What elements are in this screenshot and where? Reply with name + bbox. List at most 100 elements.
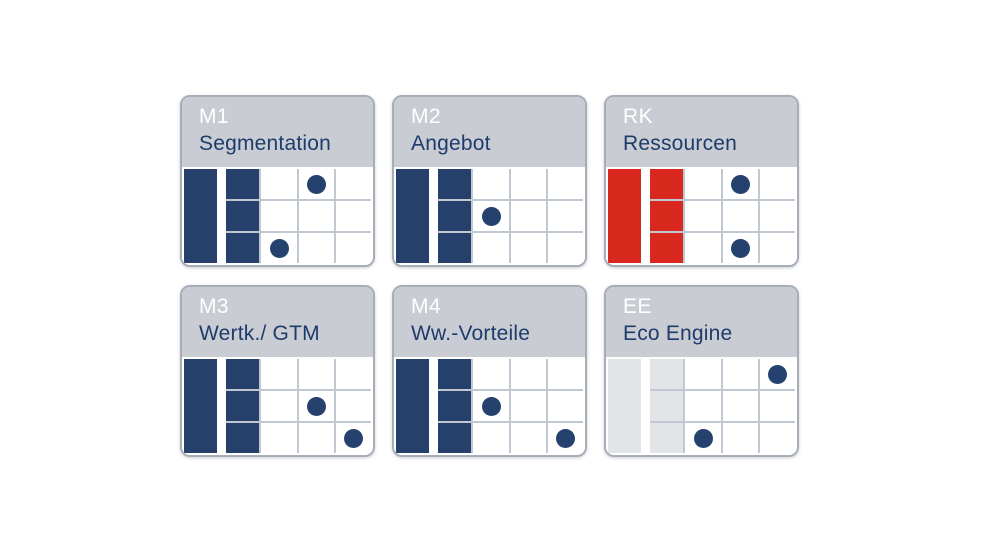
grid-column-separator bbox=[641, 359, 651, 453]
score-grid bbox=[396, 169, 583, 263]
grid-cell bbox=[650, 169, 684, 199]
grid-cell bbox=[759, 233, 795, 263]
card-code-label: M2 bbox=[411, 105, 441, 128]
score-dot bbox=[481, 396, 501, 416]
grid-cell bbox=[547, 391, 583, 421]
module-card: RK Ressourcen bbox=[604, 95, 799, 267]
score-dot bbox=[306, 396, 326, 416]
grid-cell bbox=[226, 169, 260, 199]
grid-cell bbox=[547, 423, 583, 453]
grid-cell bbox=[510, 359, 546, 389]
grid-cell bbox=[473, 233, 509, 263]
score-dot bbox=[343, 428, 363, 448]
grid-cell bbox=[510, 423, 546, 453]
grid-cell bbox=[759, 201, 795, 231]
grid-cell bbox=[473, 391, 509, 421]
score-dot bbox=[730, 174, 750, 194]
card-header: M4 Ww.-Vorteile bbox=[394, 287, 585, 357]
card-header: EE Eco Engine bbox=[606, 287, 797, 357]
grid-cell bbox=[759, 423, 795, 453]
score-grid bbox=[184, 169, 371, 263]
grid-cell bbox=[261, 391, 297, 421]
module-card: M1 Segmentation bbox=[180, 95, 375, 267]
card-title-label: Angebot bbox=[411, 132, 491, 155]
card-header: M3 Wertk./ GTM bbox=[182, 287, 373, 357]
grid-cell bbox=[685, 359, 721, 389]
card-code-label: M4 bbox=[411, 295, 441, 318]
grid-cell bbox=[722, 359, 758, 389]
grid-cell bbox=[722, 169, 758, 199]
grid-cell bbox=[335, 201, 371, 231]
grid-column-separator bbox=[217, 169, 227, 263]
grid-cell bbox=[473, 359, 509, 389]
grid-cell bbox=[685, 201, 721, 231]
score-dot bbox=[555, 428, 575, 448]
grid-cell bbox=[759, 359, 795, 389]
grid-cell bbox=[335, 423, 371, 453]
grid-cell bbox=[547, 233, 583, 263]
score-dot bbox=[730, 238, 750, 258]
grid-cell bbox=[510, 391, 546, 421]
card-code-label: M3 bbox=[199, 295, 229, 318]
grid-cell bbox=[650, 233, 684, 263]
grid-cell bbox=[438, 201, 472, 231]
grid-cell bbox=[685, 423, 721, 453]
grid-cell bbox=[335, 391, 371, 421]
grid-cell bbox=[298, 233, 334, 263]
card-header: M1 Segmentation bbox=[182, 97, 373, 167]
grid-cell bbox=[298, 169, 334, 199]
card-code-label: RK bbox=[623, 105, 653, 128]
score-grid-frame bbox=[606, 357, 797, 455]
grid-bar-col1 bbox=[608, 169, 642, 263]
grid-bar-col1 bbox=[396, 169, 430, 263]
score-grid-frame bbox=[394, 167, 585, 265]
grid-cell bbox=[438, 423, 472, 453]
card-title-label: Segmentation bbox=[199, 132, 331, 155]
grid-column-separator bbox=[217, 359, 227, 453]
grid-cell bbox=[261, 359, 297, 389]
card-code-label: M1 bbox=[199, 105, 229, 128]
card-title-label: Ressourcen bbox=[623, 132, 738, 155]
score-grid bbox=[396, 359, 583, 453]
score-grid-frame bbox=[182, 357, 373, 455]
grid-cell bbox=[226, 201, 260, 231]
card-title-label: Wertk./ GTM bbox=[199, 322, 320, 345]
grid-cell bbox=[722, 423, 758, 453]
module-card-board: M1 Segmentation M2 Angebot RK Ressourcen… bbox=[180, 95, 799, 457]
grid-cell bbox=[759, 169, 795, 199]
grid-column-separator bbox=[429, 359, 439, 453]
grid-cell bbox=[650, 201, 684, 231]
module-card: EE Eco Engine bbox=[604, 285, 799, 457]
card-header: M2 Angebot bbox=[394, 97, 585, 167]
grid-cell bbox=[510, 201, 546, 231]
card-title-label: Ww.-Vorteile bbox=[411, 322, 531, 345]
grid-cell bbox=[685, 169, 721, 199]
grid-cell bbox=[685, 391, 721, 421]
score-grid bbox=[184, 359, 371, 453]
score-grid-frame bbox=[182, 167, 373, 265]
score-dot bbox=[767, 364, 787, 384]
grid-cell bbox=[438, 169, 472, 199]
card-title-label: Eco Engine bbox=[623, 322, 733, 345]
grid-cell bbox=[650, 359, 684, 389]
grid-cell bbox=[226, 359, 260, 389]
grid-cell bbox=[335, 359, 371, 389]
grid-cell bbox=[438, 233, 472, 263]
grid-cell bbox=[298, 391, 334, 421]
module-card: M3 Wertk./ GTM bbox=[180, 285, 375, 457]
score-grid bbox=[608, 169, 795, 263]
grid-cell bbox=[473, 169, 509, 199]
card-header: RK Ressourcen bbox=[606, 97, 797, 167]
grid-cell bbox=[510, 169, 546, 199]
grid-cell bbox=[261, 169, 297, 199]
grid-cell bbox=[438, 359, 472, 389]
grid-cell bbox=[547, 201, 583, 231]
grid-cell bbox=[298, 359, 334, 389]
grid-cell bbox=[759, 391, 795, 421]
grid-column-separator bbox=[641, 169, 651, 263]
grid-cell bbox=[335, 233, 371, 263]
score-dot bbox=[481, 206, 501, 226]
module-card: M2 Angebot bbox=[392, 95, 587, 267]
score-dot bbox=[693, 428, 713, 448]
grid-cell bbox=[473, 201, 509, 231]
